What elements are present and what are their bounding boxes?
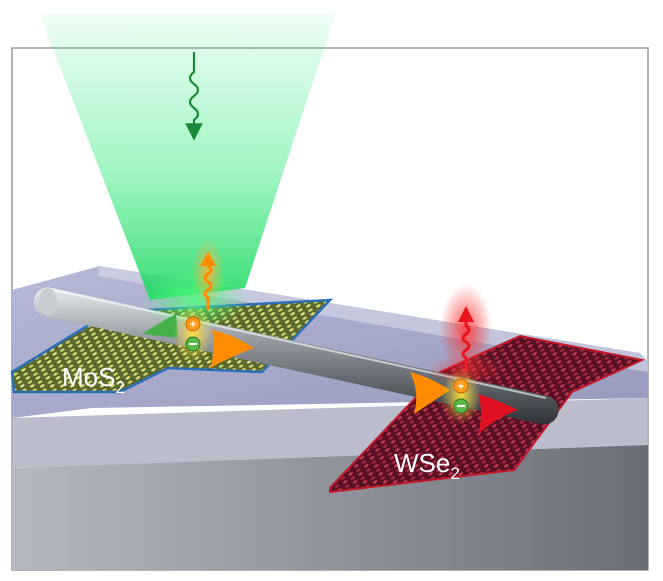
electron-hole-pair-icon: +	[173, 306, 213, 362]
substrate-base	[12, 445, 648, 570]
mos2-label-subscript: 2	[115, 378, 124, 397]
mos2-label-main: MoS	[62, 362, 115, 392]
wse2-label-main: WSe	[394, 448, 450, 478]
wse2-label-subscript: 2	[450, 464, 459, 483]
mos2-label: MoS2	[62, 362, 125, 397]
wse2-label: WSe2	[394, 448, 460, 483]
plasmon-wedge-icon	[410, 372, 518, 434]
plasmon-wedge-icon	[142, 314, 254, 368]
electron-hole-pair-icon: +	[441, 368, 481, 424]
wavy-arrow-down-icon	[185, 52, 203, 141]
wavy-arrow-up-icon	[192, 238, 224, 310]
svg-text:+: +	[458, 381, 464, 393]
svg-text:+: +	[190, 319, 196, 331]
